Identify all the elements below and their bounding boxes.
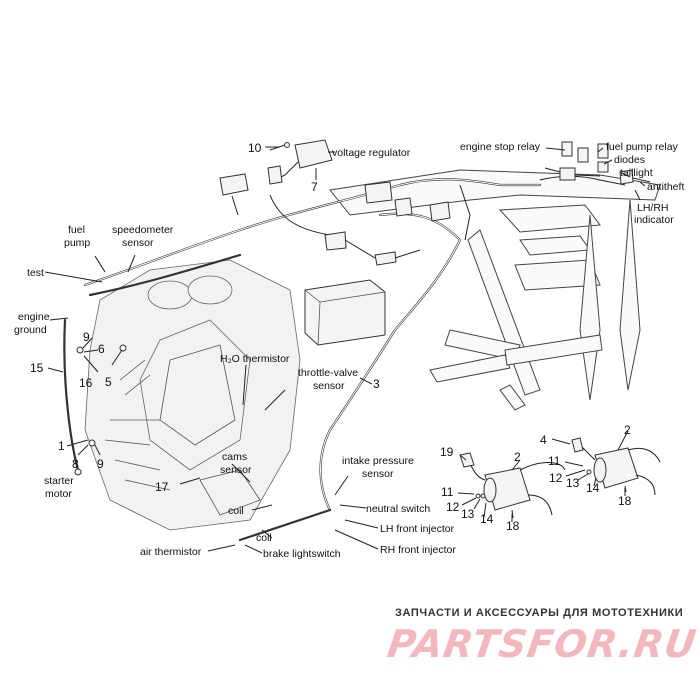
lead-15 xyxy=(63,318,80,472)
callout-numbers: 10 7 9 6 16 5 15 3 1 8 9 17 19 2 11 12 1… xyxy=(30,141,632,533)
label-starter-motor-2: motor xyxy=(45,488,72,500)
callout-14-front: 14 xyxy=(480,512,494,526)
label-brake-lightswitch: brake lightswitch xyxy=(263,548,341,560)
leader-lines xyxy=(44,146,646,554)
callout-10: 10 xyxy=(248,141,262,155)
center-relays xyxy=(324,181,451,266)
label-coil-2: coil xyxy=(256,532,272,544)
callout-3: 3 xyxy=(373,377,380,391)
label-voltage-regulator: voltage regulator xyxy=(332,147,411,159)
label-speedometer-sensor-2: sensor xyxy=(122,237,154,249)
label-neutral-switch: neutral switch xyxy=(366,503,430,515)
label-throttle-valve-sensor-1: throttle-valve xyxy=(298,367,358,379)
coil-assembly-rear xyxy=(571,437,661,496)
callout-8: 8 xyxy=(72,457,79,471)
bolt-6 xyxy=(76,346,84,354)
callout-2-front: 2 xyxy=(514,450,521,464)
callout-5: 5 xyxy=(105,375,112,389)
rear-relays xyxy=(544,141,651,185)
main-harness xyxy=(83,175,626,542)
coil-assembly-front xyxy=(459,452,566,519)
bolt-5 xyxy=(119,344,127,352)
callout-13-front: 13 xyxy=(461,507,475,521)
callout-9-top: 9 xyxy=(83,330,90,344)
label-intake-pressure-sensor-2: sensor xyxy=(362,468,394,480)
label-antitheft: antitheft xyxy=(647,181,684,193)
callout-17: 17 xyxy=(155,480,169,494)
label-coil-1: coil xyxy=(228,505,244,517)
label-speedometer-sensor-1: speedometer xyxy=(112,224,174,236)
label-h2o-thermistor: H₂O thermistor xyxy=(220,353,290,365)
label-taillight: taillight xyxy=(620,167,653,179)
label-cams-sensor-1: cams xyxy=(222,451,247,463)
label-air-thermistor: air thermistor xyxy=(140,546,202,558)
label-fuel-pump-2: pump xyxy=(64,237,90,249)
label-test: test xyxy=(27,267,44,279)
label-fuel-pump-1: fuel xyxy=(68,224,85,236)
callout-16: 16 xyxy=(79,376,93,390)
watermark-logo: PARTSFOR.RU xyxy=(384,622,700,666)
callout-7: 7 xyxy=(311,180,318,194)
battery xyxy=(304,279,386,346)
callout-1: 1 xyxy=(58,439,65,453)
label-diodes: diodes xyxy=(614,154,645,166)
labels: voltage regulator engine stop relay fuel… xyxy=(14,141,684,560)
callout-18-rear: 18 xyxy=(618,494,632,508)
label-lh-rh-indicator-2: indicator xyxy=(634,214,674,226)
callout-4: 4 xyxy=(540,433,547,447)
label-fuel-pump-relay: fuel pump relay xyxy=(606,141,679,153)
label-lh-rh-indicator-1: LH/RH xyxy=(637,202,669,214)
engine-drawing xyxy=(84,259,301,531)
callout-14-rear: 14 xyxy=(586,481,600,495)
label-engine-ground-2: ground xyxy=(14,324,47,336)
label-starter-motor-1: starter xyxy=(44,475,74,487)
label-cams-sensor-2: sensor xyxy=(220,464,252,476)
callout-12-rear: 12 xyxy=(549,471,563,485)
label-engine-stop-relay: engine stop relay xyxy=(460,141,541,153)
voltage-regulator-part xyxy=(219,139,333,216)
callout-2-rear: 2 xyxy=(624,423,631,437)
callout-19: 19 xyxy=(440,445,454,459)
label-intake-pressure-sensor-1: intake pressure xyxy=(342,455,414,467)
watermark-tagline: ЗАПЧАСТИ И АКСЕССУАРЫ ДЛЯ МОТОТЕХНИКИ xyxy=(395,607,684,619)
callout-11-rear: 11 xyxy=(548,454,561,468)
callout-15: 15 xyxy=(30,361,44,375)
callout-9-bottom: 9 xyxy=(97,457,104,471)
lead-15-terminal xyxy=(74,468,82,476)
callout-6: 6 xyxy=(98,342,105,356)
bolt-8 xyxy=(88,439,96,447)
callout-13-rear: 13 xyxy=(566,476,580,490)
label-engine-ground-1: engine xyxy=(18,311,50,323)
label-rh-front-injector: RH front injector xyxy=(380,544,456,556)
label-throttle-valve-sensor-2: sensor xyxy=(313,380,345,392)
label-lh-front-injector: LH front injector xyxy=(380,523,455,535)
frame-drawing xyxy=(329,169,661,411)
callout-18-front: 18 xyxy=(506,519,520,533)
callout-11-front: 11 xyxy=(441,485,454,499)
callout-12-front: 12 xyxy=(446,500,460,514)
